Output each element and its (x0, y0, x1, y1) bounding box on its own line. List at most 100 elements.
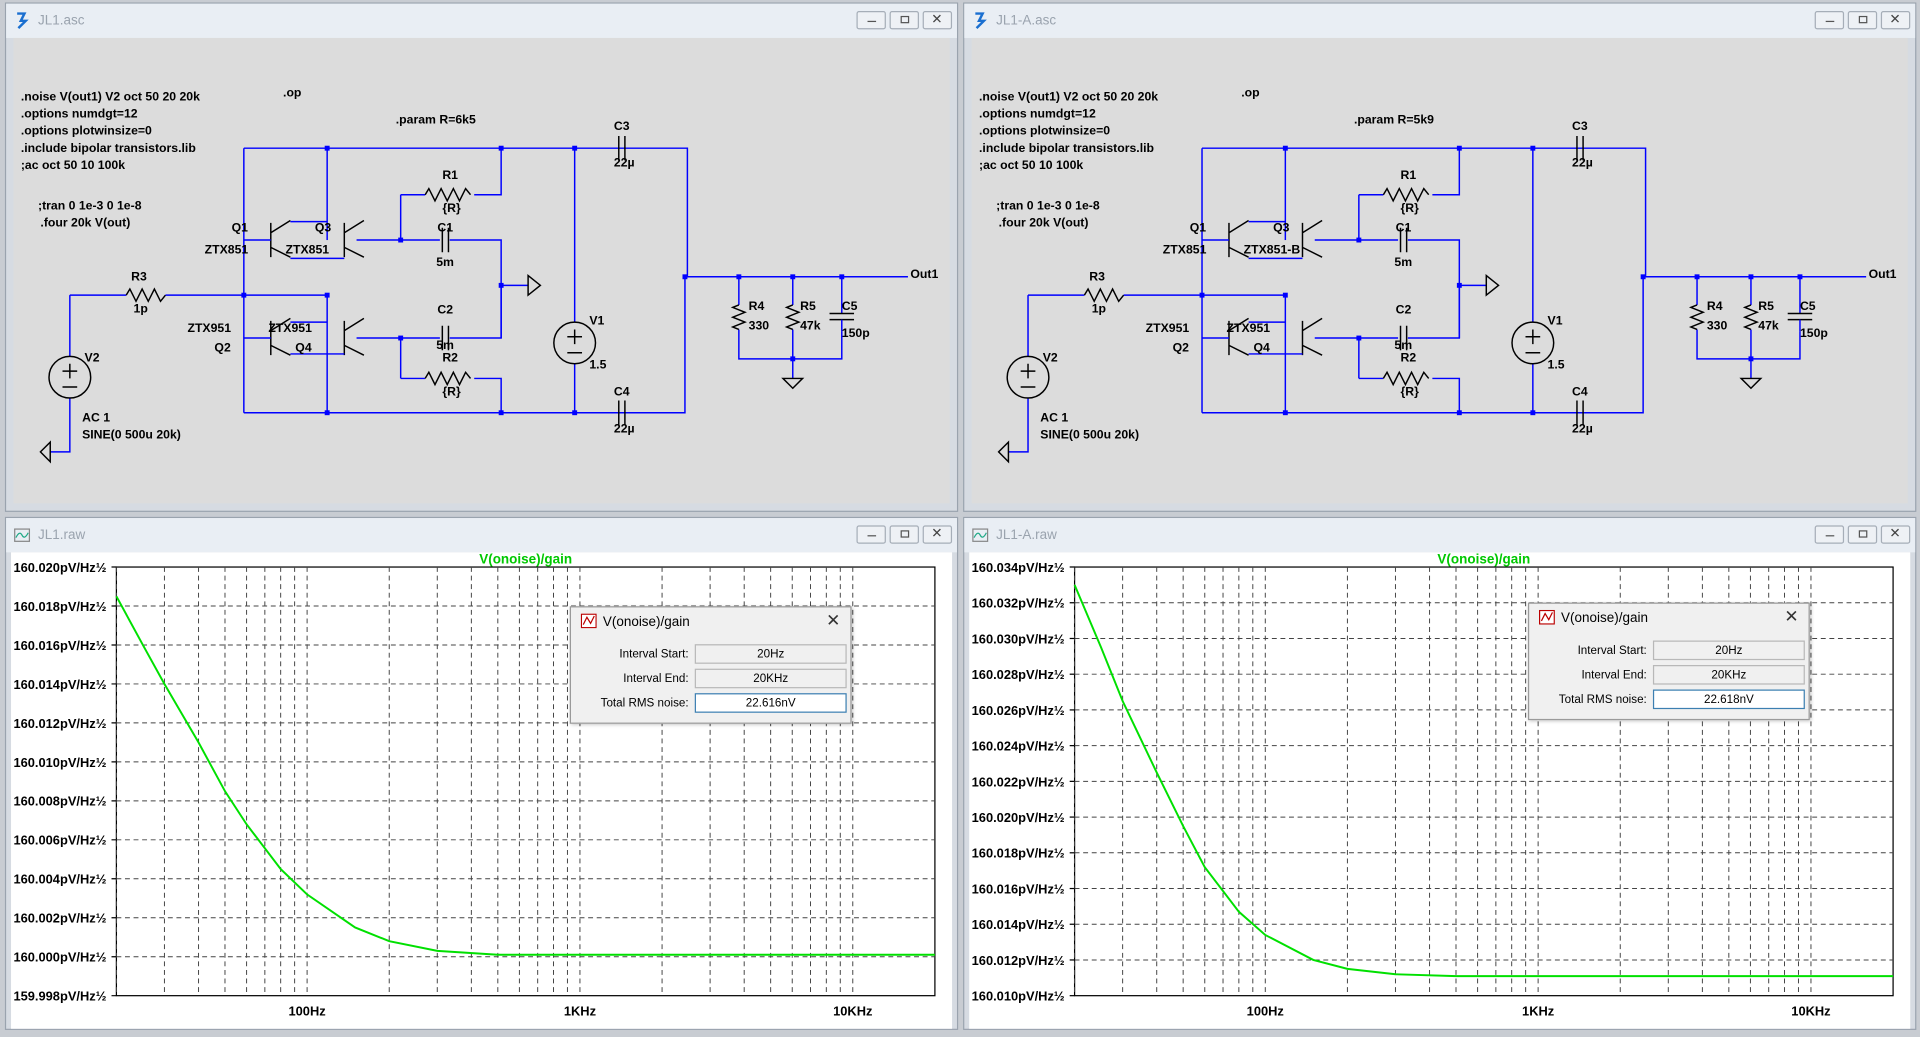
label-q2: Q2 (214, 340, 231, 354)
total-rms-field[interactable]: 22.616nV (694, 693, 847, 713)
y-tick-label: 160.012pV/Hz½ (972, 953, 1065, 968)
total-rms-field[interactable]: 22.618nV (1652, 689, 1805, 710)
maximize-button[interactable] (1847, 525, 1878, 544)
ltspice-icon (975, 12, 987, 30)
close-icon[interactable]: ✕ (1784, 606, 1799, 626)
op-directive: .op (283, 86, 301, 100)
label-r1: R1 (442, 168, 458, 182)
interval-start-label: Interval Start: (619, 647, 689, 662)
junction-dot (1530, 145, 1536, 151)
junction-dot (682, 274, 688, 280)
schematic-drawing[interactable]: .noise V(out1) V2 oct 50 20 20k.options … (972, 38, 1911, 506)
titlebar[interactable]: JL1.raw ✕ (6, 518, 957, 553)
titlebar[interactable]: JL1.asc ✕ (6, 3, 957, 38)
c2-wire (400, 285, 502, 339)
label-c3v: 22µ (614, 156, 635, 170)
window-title: JL1.raw (37, 527, 86, 543)
c3-capacitor (1576, 135, 1584, 161)
label-sine: SINE(0 500u 20k) (1040, 427, 1139, 441)
junction-dot (1530, 410, 1536, 416)
ground-symbol (1485, 274, 1500, 297)
r4-resistor (730, 304, 747, 331)
q4-transistor (343, 317, 365, 356)
maximize-button[interactable] (1847, 11, 1878, 30)
label-q4m: ZTX951 (1227, 321, 1271, 335)
schematic-window-left[interactable]: JL1.asc ✕ .noise V(out1) V2 oct 50 20 20… (4, 2, 959, 512)
minimize-button[interactable] (856, 11, 886, 30)
close-icon: ✕ (1889, 12, 1901, 27)
junction-dot (1694, 274, 1700, 280)
label-q2m: ZTX951 (187, 321, 231, 335)
titlebar[interactable]: JL1-A.raw ✕ (964, 518, 1916, 553)
close-icon[interactable]: ✕ (826, 609, 841, 630)
junction-dot (498, 282, 504, 288)
schematic-drawing[interactable]: .noise V(out1) V2 oct 50 20 20k.options … (13, 38, 952, 506)
schematic-canvas[interactable]: .noise V(out1) V2 oct 50 20 20k.options … (971, 37, 1911, 506)
q4-transistor (1301, 317, 1323, 356)
y-tick-label: 160.022pV/Hz½ (972, 774, 1065, 789)
minimize-button[interactable] (1814, 11, 1845, 30)
maximize-button[interactable] (889, 11, 919, 30)
label-ac: AC 1 (1040, 410, 1068, 424)
interval-end-field[interactable]: 20KHz (694, 668, 847, 689)
maximize-button[interactable] (889, 525, 919, 544)
waveform-icon (972, 528, 989, 542)
plot-title: V(onoise)/gain (1437, 552, 1530, 566)
label-c3: C3 (614, 119, 630, 133)
q-link-wire (243, 220, 345, 260)
q3-transistor (1301, 219, 1323, 258)
bottom-rail-wire (243, 276, 686, 414)
interval-start-field[interactable]: 20Hz (1652, 640, 1805, 661)
titlebar[interactable]: JL1-A.asc ✕ (964, 3, 1916, 38)
q4-emitter-wire (1314, 337, 1360, 379)
minimize-button[interactable] (1814, 525, 1845, 544)
interval-start-field[interactable]: 20Hz (694, 644, 847, 664)
close-button[interactable]: ✕ (1880, 11, 1911, 30)
interval-end-field[interactable]: 20KHz (1652, 665, 1805, 685)
c1-capacitor (1399, 227, 1408, 253)
y-tick-label: 160.002pV/Hz½ (13, 911, 106, 926)
label-r5v: 47k (800, 318, 821, 332)
label-c3: C3 (1572, 119, 1588, 133)
junction-dot (1199, 292, 1205, 298)
r2-resistor (1382, 370, 1430, 387)
schematic-window-right[interactable]: JL1-A.asc ✕ .noise V(out1) V2 oct 50 20 … (963, 2, 1917, 512)
param-directive: .param R=6k5 (396, 113, 476, 127)
v2-gnd-wire (1008, 398, 1029, 453)
spice-directive: .include bipolar transistors.lib (21, 141, 196, 155)
c5-capacitor (1787, 312, 1813, 321)
label-c1: C1 (1396, 220, 1412, 234)
close-button[interactable]: ✕ (922, 11, 953, 30)
label-c5: C5 (1800, 299, 1816, 313)
measurement-dialog[interactable]: V(onoise)/gain ✕ Interval Start: 20Hz In… (569, 606, 852, 724)
ground-symbol (781, 377, 805, 390)
interval-end-label: Interval End: (623, 672, 689, 686)
junction-dot (1797, 274, 1803, 280)
junction-dot (839, 274, 845, 280)
four-directive: .four 20k V(out) (999, 216, 1089, 230)
close-button[interactable]: ✕ (1880, 525, 1911, 544)
spice-directive: ;ac oct 50 10 100k (21, 158, 125, 172)
schematic-canvas[interactable]: .noise V(out1) V2 oct 50 20 20k.options … (13, 37, 952, 506)
label-v1: V1 (589, 314, 604, 328)
y-tick-label: 160.010pV/Hz½ (972, 989, 1065, 1004)
tran-directive: ;tran 0 1e-3 0 1e-8 (38, 198, 142, 212)
close-button[interactable]: ✕ (922, 525, 953, 544)
label-v1: V1 (1548, 314, 1563, 328)
ground-symbol (997, 440, 1010, 464)
junction-dot (241, 292, 247, 298)
minimize-button[interactable] (856, 525, 886, 544)
label-r2v: {R} (442, 385, 461, 399)
label-c4: C4 (1572, 385, 1588, 399)
y-tick-label: 160.004pV/Hz½ (13, 872, 106, 887)
r1-wire (1358, 148, 1461, 196)
series-line (1073, 584, 1894, 978)
label-r1v: {R} (1401, 201, 1420, 215)
label-v1v: 1.5 (1548, 358, 1565, 372)
r2-wire (1358, 377, 1461, 413)
label-v2: V2 (85, 350, 100, 364)
y-tick-label: 160.032pV/Hz½ (972, 596, 1065, 611)
measurement-dialog[interactable]: V(onoise)/gain ✕ Interval Start: 20Hz In… (1527, 602, 1810, 721)
